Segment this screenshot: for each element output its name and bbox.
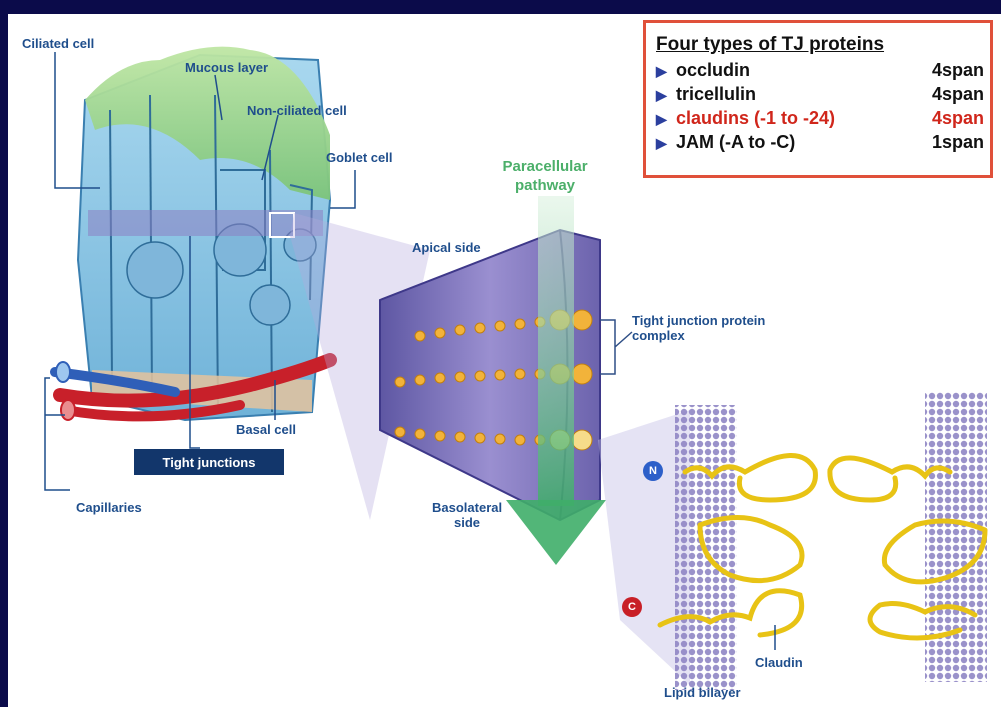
goblet-cell-label: Goblet cell — [326, 150, 392, 165]
c-terminus-icon: C — [622, 597, 642, 617]
legend-row: ▶occludin 4span — [656, 58, 990, 82]
protein-span: 4span — [932, 82, 984, 106]
legend-row: ▶JAM (-A to -C) 1span — [656, 130, 990, 154]
basolateral-side-label: Basolateral side — [432, 500, 502, 530]
arrow-right-icon: ▶ — [656, 83, 670, 107]
legend-row-highlight: ▶claudins (-1 to -24) 4span — [656, 106, 990, 130]
paracellular-pathway-label: Paracellular pathway — [480, 157, 610, 195]
apical-side-label: Apical side — [412, 240, 481, 255]
basal-cell-label: Basal cell — [236, 422, 296, 437]
protein-name: JAM (-A to -C) — [676, 130, 795, 154]
arrow-right-icon: ▶ — [656, 107, 670, 131]
capillaries-label: Capillaries — [76, 500, 142, 515]
arrow-right-icon: ▶ — [656, 59, 670, 83]
protein-name: claudins (-1 to -24) — [676, 106, 835, 130]
tight-junction-complex-label: Tight junction protein complex — [632, 313, 772, 343]
legend-title: Four types of TJ proteins — [656, 33, 990, 56]
protein-span: 4span — [932, 106, 984, 130]
protein-span: 4span — [932, 58, 984, 82]
lipid-bilayer — [660, 392, 987, 690]
claudin-label: Claudin — [755, 655, 803, 670]
protein-span: 1span — [932, 130, 984, 154]
ciliated-cell-label: Ciliated cell — [22, 36, 94, 51]
protein-name: occludin — [676, 58, 750, 82]
arrow-right-icon: ▶ — [656, 131, 670, 155]
non-ciliated-cell-label: Non-ciliated cell — [247, 103, 347, 118]
n-terminus-icon: N — [643, 461, 663, 481]
protein-name: tricellulin — [676, 82, 756, 106]
tight-junctions-label: Tight junctions — [134, 449, 284, 475]
mucous-layer-label: Mucous layer — [185, 60, 268, 75]
lipid-bilayer-label: Lipid bilayer — [664, 685, 741, 700]
legend-row: ▶tricellulin 4span — [656, 82, 990, 106]
